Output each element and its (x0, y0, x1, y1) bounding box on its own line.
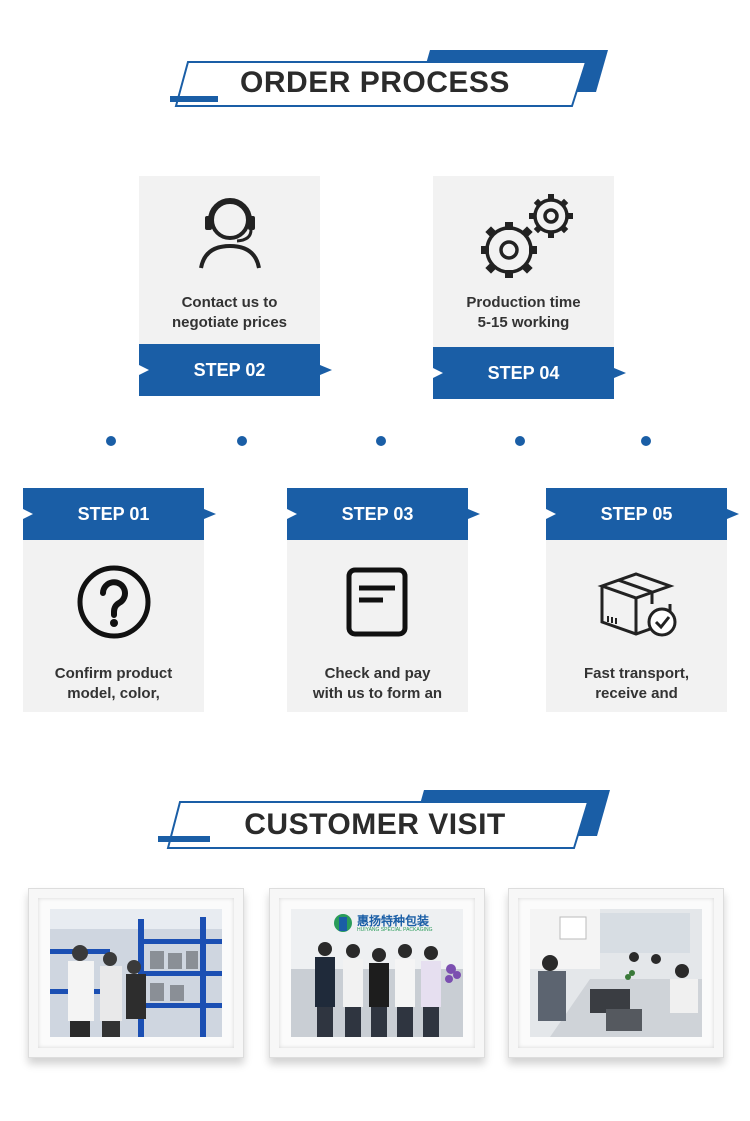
step-desc-line2: with us to form an (312, 685, 443, 702)
gears-icon (481, 194, 573, 278)
step-label: STEP 02 (139, 344, 332, 396)
step-card-05: STEP 05 Fast transport, receive and (546, 488, 739, 712)
step-label: STEP 03 (287, 488, 480, 540)
step-desc-line1: Confirm product (54, 665, 173, 682)
warehouse-visit-photo (50, 909, 222, 1037)
step-desc-line1: Fast transport, (583, 665, 689, 682)
banner-decoration (170, 50, 608, 107)
process-timeline (0, 434, 750, 448)
customer-photo-frame-1 (28, 888, 244, 1058)
step-card-04: Production time 5-15 working STEP 04 (433, 176, 626, 399)
customer-photo-frame-2: 惠扬特种包装 HUIYANG SPECIAL PACKAGING (269, 888, 485, 1058)
banner-decoration (158, 790, 610, 849)
step-card-02: Contact us to negotiate prices STEP 02 (139, 176, 332, 396)
customer-photo-frame-3 (508, 888, 724, 1058)
company-sign-subtext: HUIYANG SPECIAL PACKAGING (357, 927, 433, 933)
section-title: ORDER PROCESS (240, 66, 510, 99)
company-sign-text: 惠扬特种包装 (357, 914, 430, 928)
step-desc-line2: model, color, (67, 685, 160, 702)
headset-person-icon (199, 198, 261, 269)
step-label: STEP 05 (546, 488, 739, 540)
step-desc-line2: 5-15 working (477, 314, 570, 331)
step-desc-line2: receive and (595, 685, 678, 702)
office-meeting-photo (530, 909, 702, 1037)
step-label: STEP 04 (433, 347, 626, 399)
box-check-icon (597, 572, 677, 637)
step-card-01: STEP 01 Confirm product model, color, (23, 488, 216, 712)
section-title: CUSTOMER VISIT (244, 808, 506, 841)
step-desc-line1: Contact us to (181, 294, 278, 311)
step-desc-line1: Check and pay (324, 665, 431, 682)
order-process-banner: ORDER PROCESS (0, 46, 750, 126)
customer-visit-banner: CUSTOMER VISIT (0, 788, 750, 868)
step-card-03: STEP 03 Check and pay with us to form an (287, 488, 480, 712)
group-photo: 惠扬特种包装 HUIYANG SPECIAL PACKAGING (291, 909, 463, 1037)
step-desc-line1: Production time (466, 294, 581, 311)
step-desc-line2: negotiate prices (171, 314, 288, 331)
step-label: STEP 01 (23, 488, 216, 540)
question-circle-icon (77, 565, 151, 639)
document-icon (346, 567, 408, 637)
